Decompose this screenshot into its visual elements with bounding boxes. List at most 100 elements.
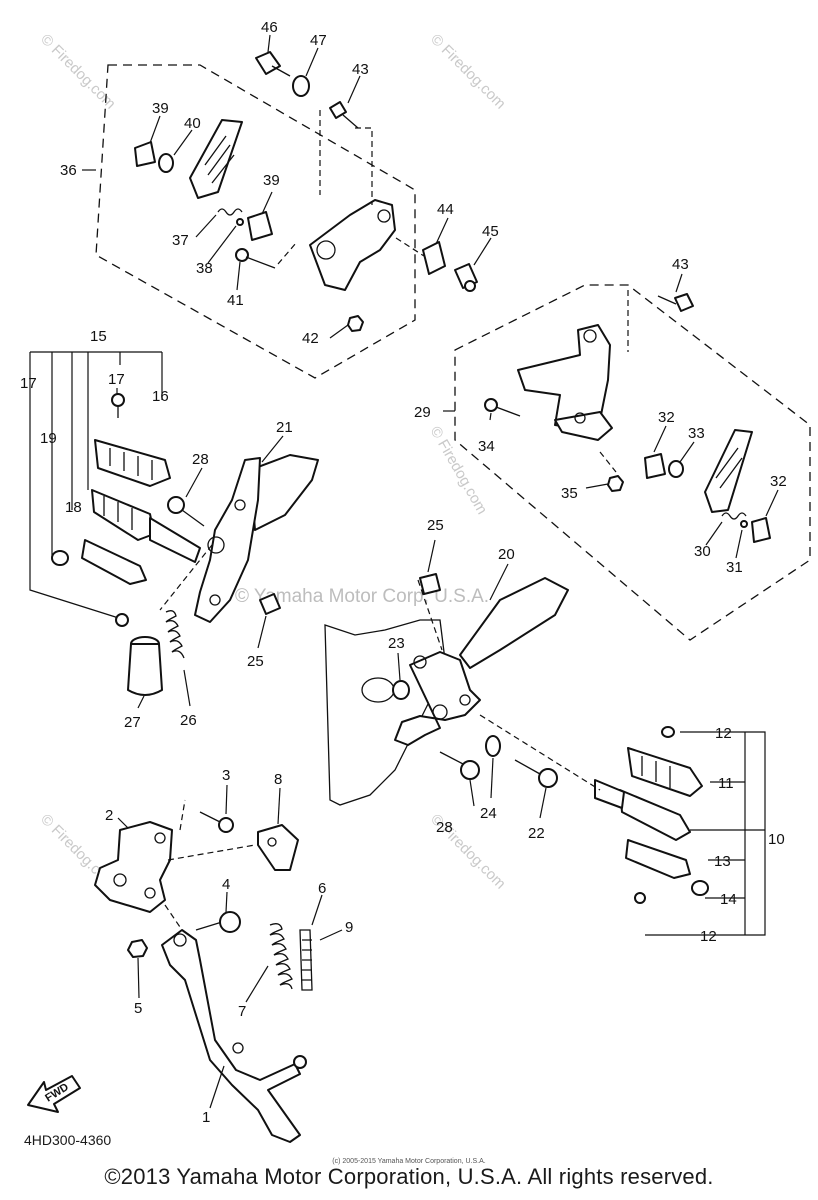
right-assembly-parts bbox=[324, 539, 709, 904]
watermark-firedog: © Firedog.com bbox=[37, 31, 119, 113]
part-25-collar-right bbox=[419, 573, 441, 595]
callout-27: 27 bbox=[124, 714, 141, 731]
callout-8: 8 bbox=[274, 771, 282, 788]
callout-25: 25 bbox=[427, 517, 444, 534]
callout-46: 46 bbox=[261, 19, 278, 36]
upper-kit-parts bbox=[82, 34, 492, 339]
callout-30: 30 bbox=[694, 543, 711, 560]
callout-31: 31 bbox=[726, 559, 743, 576]
part-3-bolt bbox=[199, 811, 234, 833]
callout-40: 40 bbox=[184, 115, 201, 132]
callout-25: 25 bbox=[247, 653, 264, 670]
part-6-spring bbox=[299, 929, 313, 991]
callout-17: 17 bbox=[20, 375, 37, 392]
callout-36: 36 bbox=[60, 162, 77, 179]
part-43-bolt bbox=[329, 101, 359, 129]
callout-1: 1 bbox=[202, 1109, 210, 1126]
frame-outline bbox=[324, 619, 446, 806]
part-40-footpeg bbox=[189, 119, 243, 199]
part-43-bolt-right bbox=[657, 293, 694, 312]
part-8-plate bbox=[257, 824, 299, 871]
part-39-bushing-a bbox=[134, 141, 156, 167]
small-copyright: (c) 2005-2015 Yamaha Motor Corporation, … bbox=[332, 1158, 486, 1165]
part-35-nut bbox=[607, 475, 624, 492]
callout-19: 19 bbox=[40, 430, 57, 447]
part-23-collar bbox=[392, 680, 410, 700]
callout-14: 14 bbox=[720, 891, 737, 908]
watermark-firedog: © Firedog.com bbox=[427, 31, 509, 113]
part-right-main-bracket bbox=[394, 651, 481, 746]
bracket-outline-right bbox=[645, 731, 766, 936]
callout-labels: 46 47 43 39 40 36 39 37 38 41 44 45 42 4… bbox=[20, 19, 787, 1126]
part-10-footpeg bbox=[619, 789, 691, 841]
part-41-bolt bbox=[235, 248, 276, 269]
right-kit-parts bbox=[443, 273, 779, 559]
callout-47: 47 bbox=[310, 32, 327, 49]
part-47-washer bbox=[292, 75, 310, 97]
diagram-code: 4HD300-4360 bbox=[24, 1132, 112, 1148]
callout-26: 26 bbox=[180, 712, 197, 729]
callout-11: 11 bbox=[718, 775, 734, 792]
part-16-footpeg-rubber bbox=[94, 439, 171, 487]
part-17-bolt bbox=[111, 393, 125, 418]
callout-28: 28 bbox=[192, 451, 209, 468]
callout-12: 12 bbox=[715, 725, 732, 742]
callout-34: 34 bbox=[478, 438, 495, 455]
callout-24: 24 bbox=[480, 805, 497, 822]
part-37-spring bbox=[217, 208, 243, 216]
callout-45: 45 bbox=[482, 223, 499, 240]
part-40-pin bbox=[158, 153, 174, 173]
callout-15: 15 bbox=[90, 328, 107, 345]
part-27-collar bbox=[127, 636, 163, 696]
callout-13: 13 bbox=[714, 853, 731, 870]
part-44-bushing bbox=[422, 241, 446, 275]
left-assembly-parts bbox=[51, 388, 319, 709]
callout-44: 44 bbox=[437, 201, 454, 218]
part-right-footpeg bbox=[704, 429, 753, 513]
callout-17: 17 bbox=[108, 371, 125, 388]
part-5-nut bbox=[127, 939, 148, 958]
kit-outline-upper bbox=[95, 64, 416, 379]
part-28-bolt-right bbox=[439, 751, 480, 780]
callout-33: 33 bbox=[688, 425, 705, 442]
callout-29: 29 bbox=[414, 404, 431, 421]
callout-42: 42 bbox=[302, 330, 319, 347]
part-42-nut bbox=[347, 315, 364, 332]
part-12-bolt bbox=[634, 892, 646, 904]
callout-28: 28 bbox=[436, 819, 453, 836]
part-28-bolt bbox=[167, 496, 205, 527]
callout-21: 21 bbox=[276, 419, 293, 436]
part-main-bracket-left bbox=[194, 457, 261, 623]
kit-outline-right bbox=[454, 284, 811, 641]
part-rear-bracket bbox=[309, 199, 396, 291]
part-24-washer bbox=[485, 735, 501, 757]
callout-3: 3 bbox=[222, 767, 230, 784]
part-26-spring bbox=[165, 610, 185, 659]
part-20-heel-plate bbox=[459, 577, 569, 669]
part-32-bushing-b bbox=[751, 517, 771, 543]
callout-43: 43 bbox=[352, 61, 369, 78]
callout-2: 2 bbox=[105, 807, 113, 824]
part-18-footpeg bbox=[91, 489, 155, 541]
callout-35: 35 bbox=[561, 485, 578, 502]
part-34-bolt bbox=[484, 398, 521, 417]
callout-39: 39 bbox=[263, 172, 280, 189]
callout-7: 7 bbox=[238, 1003, 246, 1020]
part-17-lower-bolt bbox=[115, 613, 129, 627]
part-2-bracket bbox=[94, 821, 173, 913]
bracket-outline-left bbox=[29, 351, 163, 621]
part-30-spring bbox=[721, 512, 747, 520]
callout-23: 23 bbox=[388, 635, 405, 652]
part-4-bolt bbox=[195, 911, 241, 933]
part-22-bolt bbox=[514, 759, 558, 788]
callout-39: 39 bbox=[152, 100, 169, 117]
callout-41: 41 bbox=[227, 292, 244, 309]
fwd-arrow-icon: FWD bbox=[27, 1075, 81, 1113]
callout-12: 12 bbox=[700, 928, 717, 945]
callout-18: 18 bbox=[65, 499, 82, 516]
copyright-notice: ©2013 Yamaha Motor Corporation, U.S.A. A… bbox=[104, 1164, 714, 1189]
callout-9: 9 bbox=[345, 919, 353, 936]
part-7-spring bbox=[269, 923, 293, 990]
callout-43: 43 bbox=[672, 256, 689, 273]
